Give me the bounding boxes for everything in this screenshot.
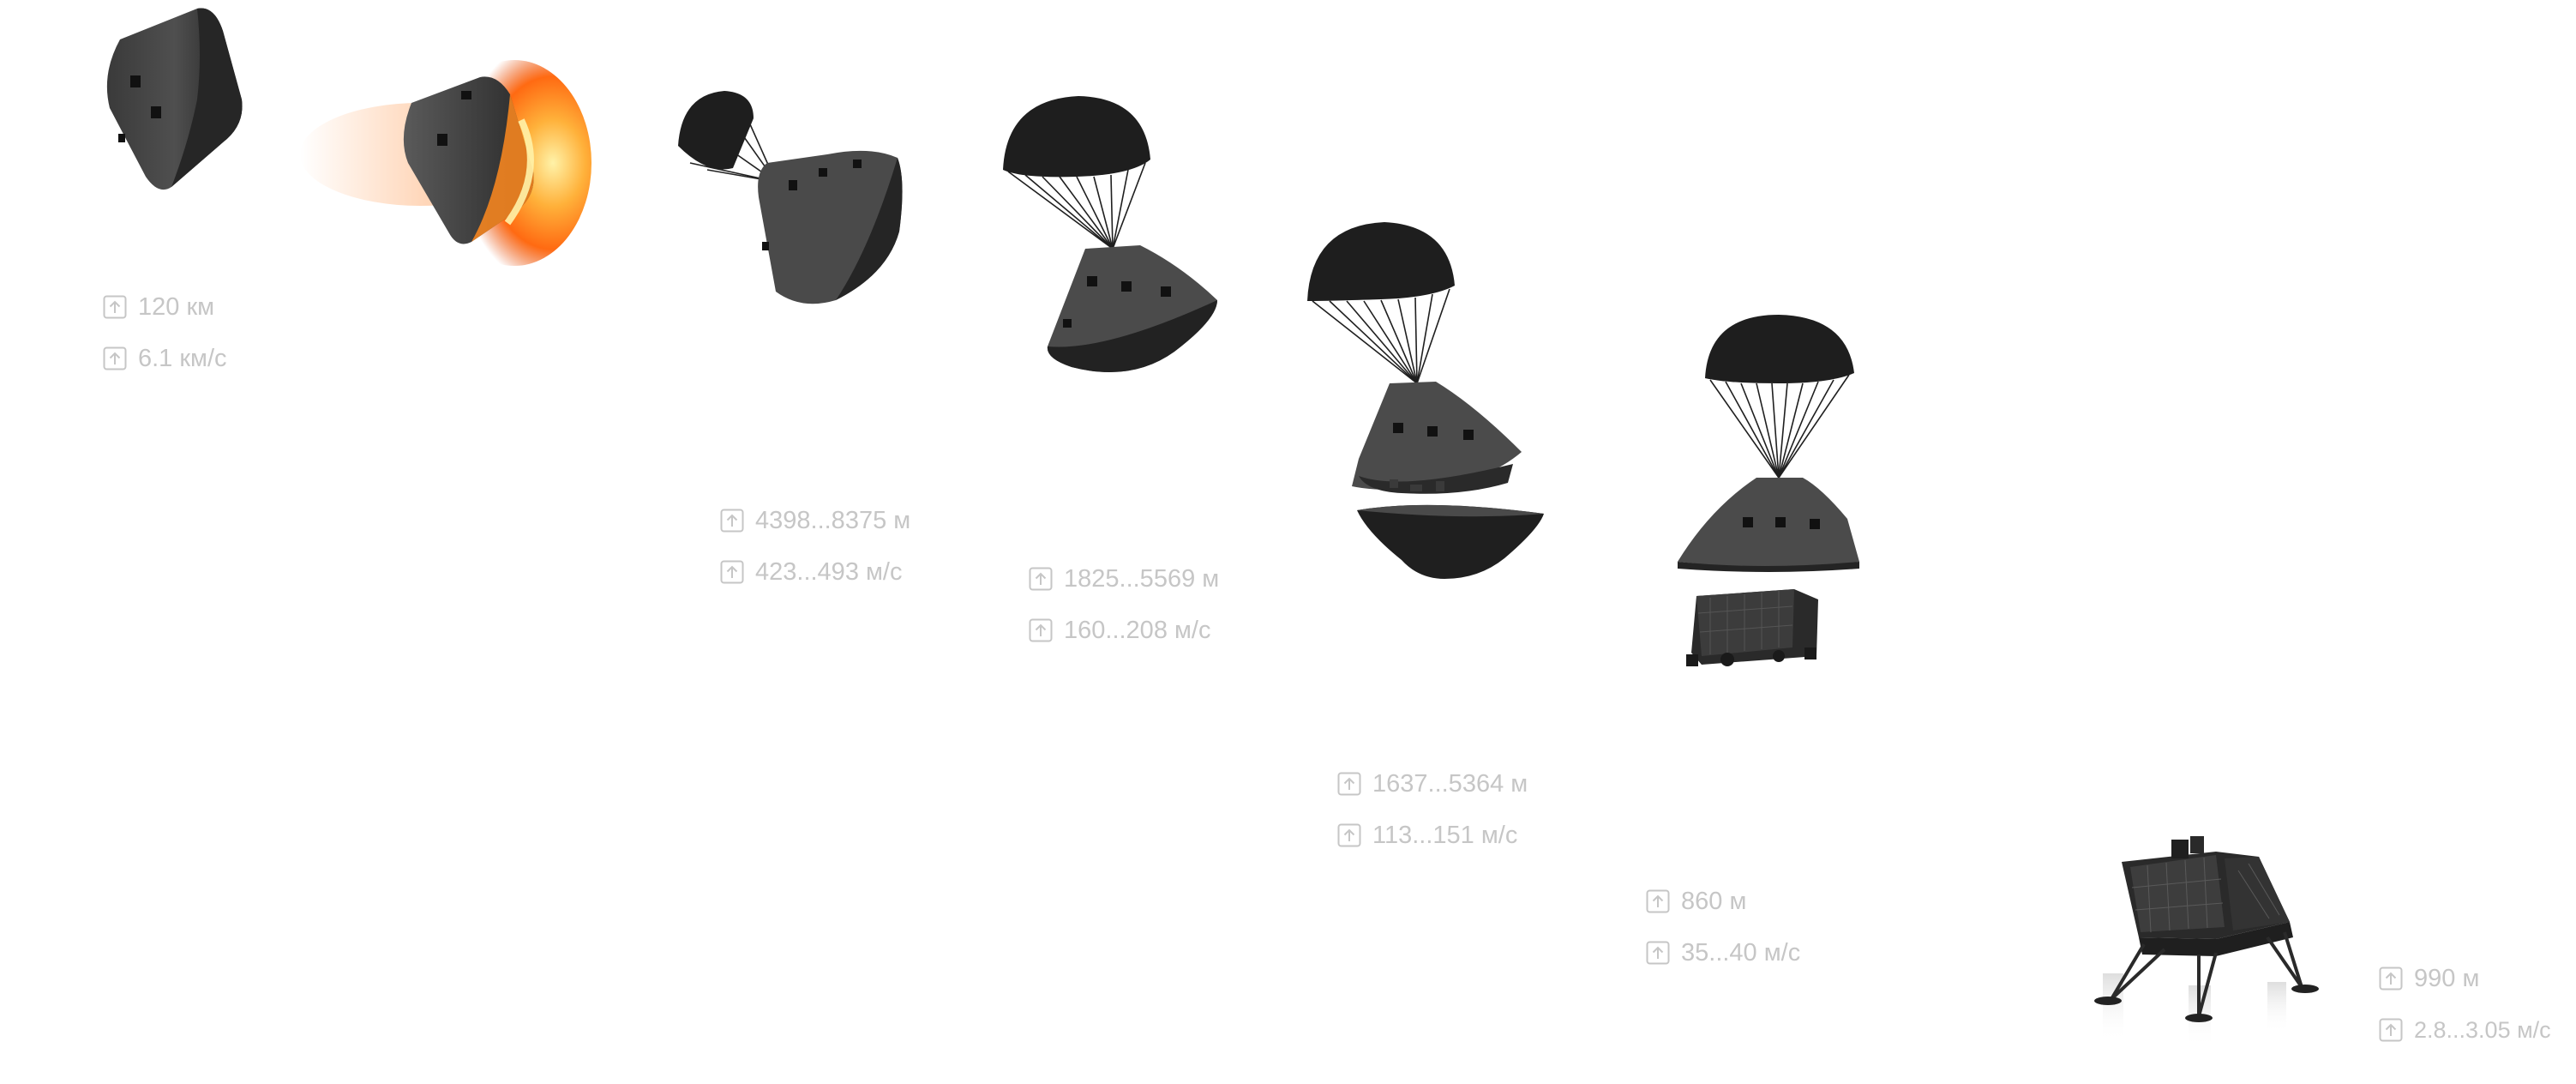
altitude-value: 860 м: [1681, 888, 1747, 915]
speed-readout: 2.8...3.05 м/с: [2379, 1013, 2572, 1047]
speed-readout: 6.1 км/с: [103, 341, 377, 376]
altitude-value: 1825...5569 м: [1064, 565, 1220, 593]
arrow-up-box-icon: [1337, 772, 1361, 796]
speed-readout: 423...493 м/с: [720, 555, 994, 589]
speed-readout: 160...208 м/с: [1029, 613, 1303, 647]
speed-value: 423...493 м/с: [755, 558, 903, 586]
altitude-readout: 120 км: [103, 290, 377, 324]
arrow-up-box-icon: [720, 560, 744, 584]
readout-heatshield-separation: 1637...5364 м 113...151 м/с: [1337, 767, 1612, 870]
arrow-up-box-icon: [2379, 1018, 2403, 1042]
arrow-up-box-icon: [2379, 967, 2403, 991]
altitude-value: 990 м: [2414, 965, 2480, 992]
readout-lander-release: 860 м 35...40 м/с: [1646, 884, 1920, 987]
readout-drogue-chute: 4398...8375 м 423...493 м/с: [720, 503, 994, 606]
arrow-up-box-icon: [1646, 941, 1670, 965]
drogue-chute-illustration: [673, 86, 913, 317]
speed-value: 6.1 км/с: [138, 345, 227, 372]
arrow-up-box-icon: [720, 509, 744, 533]
speed-readout: 113...151 м/с: [1337, 818, 1612, 852]
readout-main-chute: 1825...5569 м 160...208 м/с: [1029, 562, 1303, 665]
readout-touchdown: 990 м 2.8...3.05 м/с: [2379, 961, 2572, 1064]
altitude-readout: 990 м: [2379, 961, 2572, 996]
speed-value: 35...40 м/с: [1681, 939, 1801, 967]
lander-release-illustration: [1676, 313, 1873, 690]
arrow-up-box-icon: [1646, 889, 1670, 913]
altitude-readout: 1825...5569 м: [1029, 562, 1303, 596]
speed-value: 113...151 м/с: [1372, 822, 1518, 849]
arrow-up-box-icon: [103, 295, 127, 319]
entry-heating-illustration: [300, 43, 591, 283]
readout-entry: 120 км 6.1 км/с: [103, 290, 377, 393]
speed-value: 2.8...3.05 м/с: [2414, 1017, 2551, 1043]
altitude-value: 1637...5364 м: [1372, 770, 1528, 798]
arrow-up-box-icon: [1029, 567, 1053, 591]
main-chute-illustration: [1003, 94, 1226, 386]
speed-readout: 35...40 м/с: [1646, 936, 1920, 970]
altitude-readout: 1637...5364 м: [1337, 767, 1612, 801]
altitude-value: 120 км: [138, 293, 215, 321]
lander-touchdown-illustration: [2087, 836, 2319, 1059]
arrow-up-box-icon: [103, 346, 127, 370]
speed-value: 160...208 м/с: [1064, 617, 1211, 644]
entry-capsule-illustration: [94, 5, 249, 194]
arrow-up-box-icon: [1337, 823, 1361, 847]
altitude-readout: 860 м: [1646, 884, 1920, 918]
heatshield-separation-illustration: [1307, 219, 1547, 587]
arrow-up-box-icon: [1029, 618, 1053, 642]
altitude-value: 4398...8375 м: [755, 507, 911, 534]
altitude-readout: 4398...8375 м: [720, 503, 994, 538]
